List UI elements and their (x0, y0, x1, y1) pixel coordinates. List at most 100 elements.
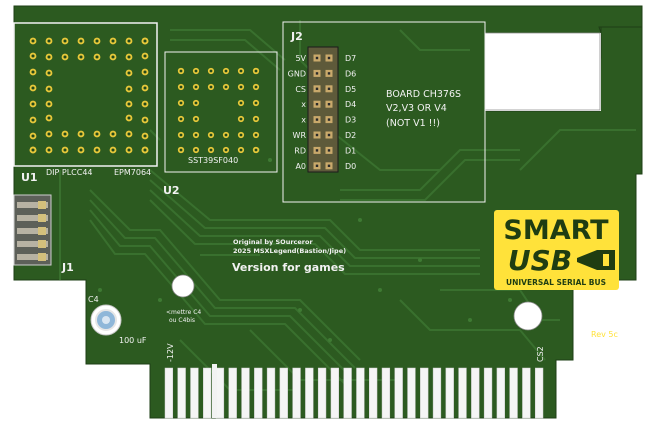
edge-finger (534, 367, 544, 419)
edge-finger (292, 367, 301, 419)
j2-left-pin-label: A0 (295, 162, 306, 171)
smart-usb-logo: SMART USB UNIVERSAL SERIAL BUS (494, 210, 619, 290)
edge-finger (164, 367, 174, 419)
label-cap-value: 100 uF (119, 336, 147, 345)
pad-hole (194, 101, 198, 105)
edge-finger (509, 367, 518, 419)
edge-finger (266, 367, 276, 419)
pad-hole (63, 39, 67, 43)
pad-hole (79, 39, 83, 43)
capacitor-c4 (90, 304, 122, 336)
edge-finger (496, 367, 505, 419)
pad-hole (254, 133, 258, 137)
pad-hole (47, 102, 51, 106)
j2-right-pin-label: D7 (345, 54, 356, 63)
j2-outline (282, 21, 486, 203)
pad-hole (47, 87, 51, 91)
pad-hole (254, 69, 258, 73)
edge-finger (381, 367, 391, 419)
edge-finger (228, 367, 237, 419)
j2-right-pin-label: D4 (345, 100, 356, 109)
pad-hole (143, 118, 147, 122)
edge-finger (330, 367, 339, 419)
edge-finger (420, 367, 429, 419)
pad-hole (224, 148, 228, 152)
edge-finger (522, 367, 531, 419)
label-rev: Rev 5c (591, 330, 618, 339)
j2-left-pin-label: x (301, 100, 306, 109)
label-sst39: SST39SF040 (188, 156, 238, 165)
label-mettre-1: <mettre C4 (166, 309, 201, 316)
pad-hole (224, 85, 228, 89)
pad-hole (127, 39, 131, 43)
header-pin-hole (315, 133, 319, 137)
edge-finger (445, 367, 454, 419)
header-pin (17, 202, 48, 208)
label-credits-1: Original by SOurceror (233, 238, 313, 246)
mounting-hole (171, 274, 195, 298)
pad-hole (179, 85, 183, 89)
label-j2: J2 (290, 30, 303, 43)
j2-left-pin-label: 5V (295, 54, 306, 63)
pad-hole (127, 116, 131, 120)
pad-hole (179, 133, 183, 137)
edge-connector (164, 367, 544, 419)
usb-plug-icon (577, 250, 615, 270)
edge-finger (317, 367, 327, 419)
header-pin-hole (327, 103, 331, 106)
pad-hole (127, 132, 131, 136)
pad-hole (239, 69, 243, 73)
header-pad (38, 253, 46, 261)
pad-hole (239, 101, 243, 105)
pad-hole (31, 70, 35, 74)
pad-hole (179, 148, 183, 152)
header-pad (38, 240, 46, 248)
j2-header (307, 46, 339, 173)
label-credits-2: 2025 MSXLegend(Bastion/Jipe) (233, 247, 346, 255)
u2-outline (164, 51, 278, 173)
pad-hole (111, 55, 115, 59)
pad-hole (31, 134, 35, 138)
pad-hole (31, 39, 35, 43)
pad-hole (79, 132, 83, 136)
pad-hole (143, 148, 147, 152)
j2-left-pin-label: GND (288, 69, 306, 78)
edge-finger (369, 367, 378, 419)
header-pin-hole (315, 72, 319, 75)
header-pin-hole (327, 56, 331, 60)
header-pad (38, 201, 46, 209)
pad-hole (143, 102, 147, 106)
pad-hole (79, 148, 83, 152)
j2-right-pin-label: D2 (345, 131, 356, 140)
pad-hole (194, 148, 198, 152)
edge-finger (394, 367, 403, 419)
u1-outline (13, 22, 158, 167)
label-board-note: (NOT V1 !!) (386, 118, 440, 129)
pad-hole (209, 148, 213, 152)
pad-hole (127, 71, 131, 75)
pad-hole (143, 86, 147, 90)
header-pin-hole (315, 149, 319, 152)
pad-hole (194, 69, 198, 73)
label-u2: U2 (163, 184, 180, 197)
pad-hole (209, 133, 213, 137)
j2-right-pin-label: D3 (345, 116, 356, 125)
pad-hole (127, 55, 131, 59)
pad-hole (31, 54, 35, 58)
logo-mid-text: USB (508, 244, 572, 277)
logo-top-text: SMART (503, 215, 609, 246)
label-c4: C4 (88, 295, 99, 304)
header-pin-hole (315, 56, 319, 60)
edge-finger (305, 367, 314, 419)
header-pin-hole (327, 87, 331, 90)
pad-hole (143, 54, 147, 58)
header-pin (17, 228, 48, 234)
edge-finger (458, 367, 467, 419)
edge-finger (407, 367, 416, 419)
pad-hole (31, 86, 35, 90)
mounting-hole (513, 301, 543, 331)
pad-hole (95, 55, 99, 59)
